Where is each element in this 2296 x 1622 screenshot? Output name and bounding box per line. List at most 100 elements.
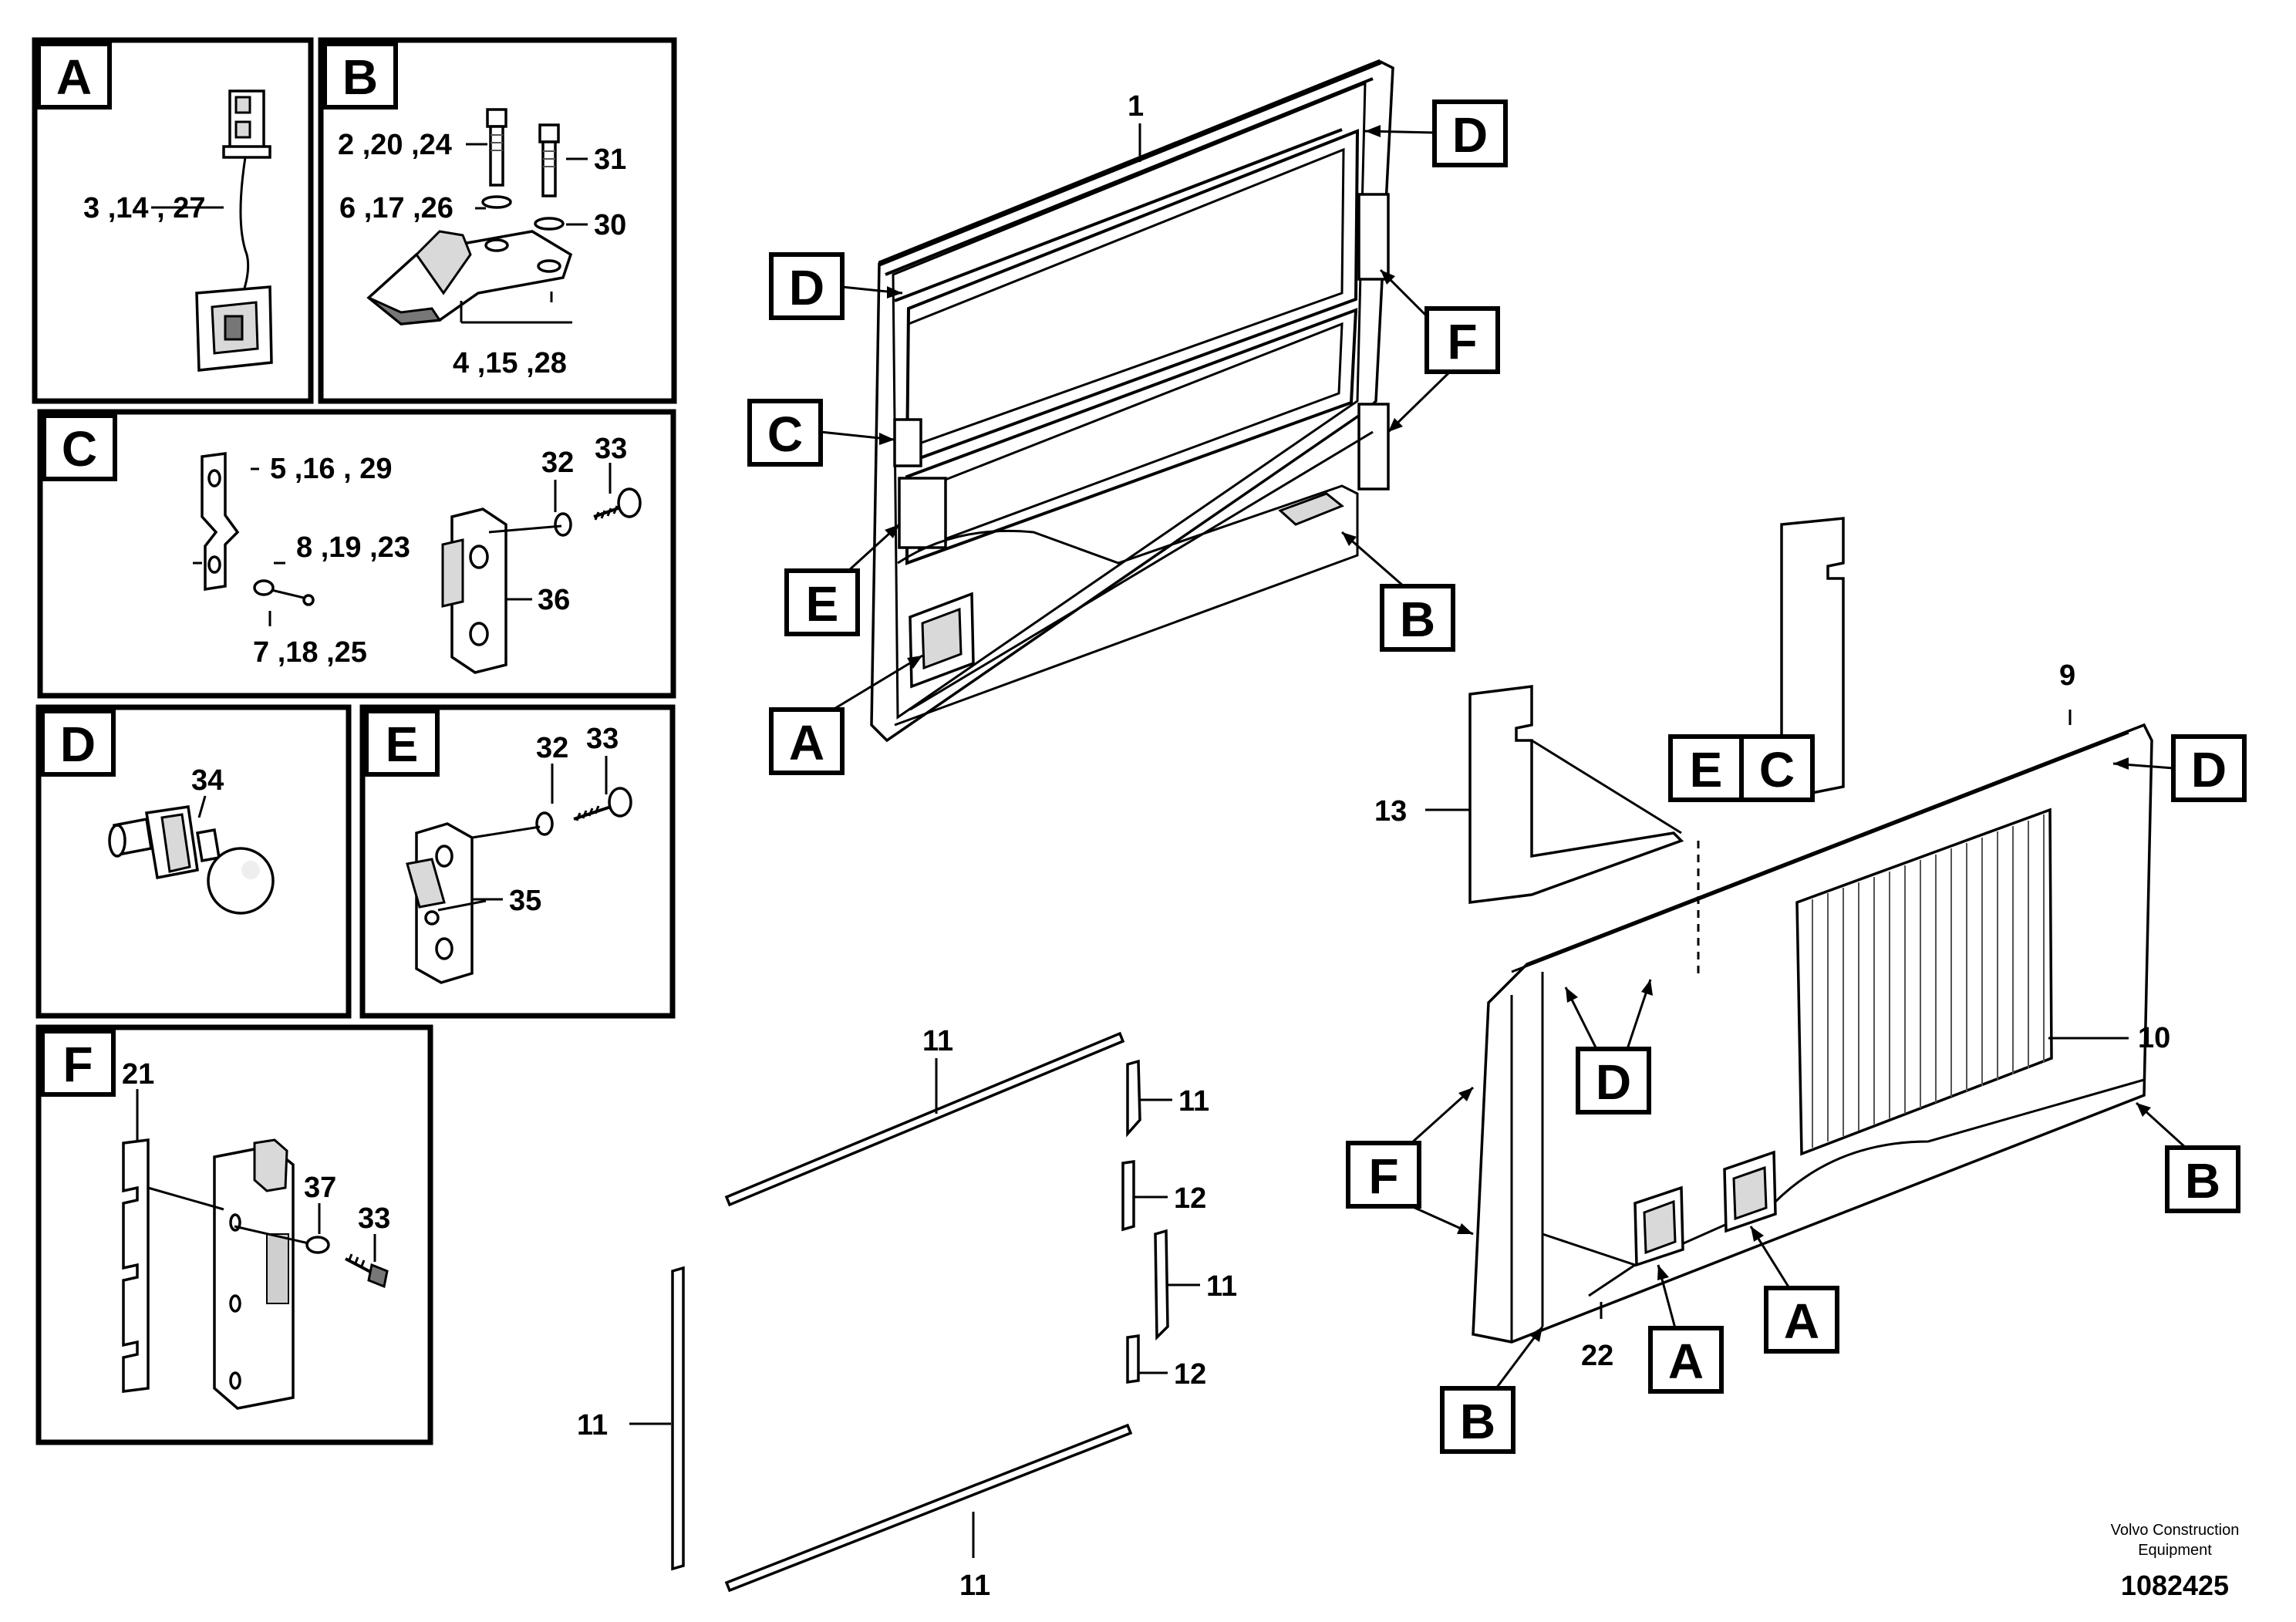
detail-panel-d: D 34	[35, 704, 352, 1019]
door-latch-b	[1278, 492, 1344, 526]
svg-text:C: C	[1759, 742, 1795, 798]
bolt-right	[538, 123, 560, 197]
door-hinge-upper	[1357, 193, 1390, 281]
callout-7-18-25: 7 ,18 ,25	[253, 636, 367, 669]
callout-34: 34	[191, 764, 224, 797]
svg-text:A: A	[1784, 1293, 1819, 1349]
svg-text:D: D	[2191, 742, 2227, 798]
callout-35: 35	[509, 885, 541, 917]
washer-right	[534, 217, 565, 231]
callout-33-e: 33	[586, 723, 619, 755]
door-latch-e	[898, 477, 947, 549]
bolt-left	[486, 108, 507, 187]
callout-3-14-27: 3 ,14 , 27	[83, 192, 205, 224]
latch-striker	[222, 89, 271, 159]
seal-short-4	[1126, 1334, 1140, 1384]
callout-11-top: 11	[922, 1025, 953, 1057]
callout-33-f: 33	[358, 1202, 390, 1235]
latch-handle	[195, 285, 273, 372]
detail-panel-b: B 2 ,20 ,24 31 6 ,17 ,26	[318, 37, 677, 404]
door-ref-d-top: D	[1364, 99, 1508, 167]
panel-e-letter: E	[386, 717, 419, 772]
callout-11-bottom: 11	[959, 1570, 990, 1602]
seal-short-2	[1121, 1159, 1135, 1232]
cover-ref-a-right: A	[1749, 1226, 1839, 1354]
callout-11-right-1: 11	[1178, 1085, 1209, 1118]
panel-b-letter: B	[342, 49, 378, 105]
svg-text:B: B	[1460, 1394, 1495, 1449]
svg-text:B: B	[1400, 592, 1435, 647]
door-assembly: 1	[870, 59, 1394, 743]
callout-33-c: 33	[595, 433, 627, 465]
callout-4-15-28: 4 ,15 ,28	[453, 347, 567, 379]
detail-panel-e: E 32 33 35	[359, 704, 676, 1019]
cover-ref-f: F	[1346, 1086, 1475, 1236]
svg-text:E: E	[806, 576, 839, 632]
svg-text:F: F	[1447, 314, 1477, 369]
svg-text:D: D	[789, 260, 824, 315]
callout-32-c: 32	[541, 447, 574, 479]
panel-c-letter: C	[62, 421, 97, 477]
screw-33-e	[573, 787, 632, 821]
callout-21: 21	[122, 1058, 154, 1091]
brand-line-1: Volvo Construction	[2111, 1522, 2240, 1539]
door-ref-e: E	[784, 523, 901, 636]
cover-ref-e: E	[1668, 734, 1744, 802]
cover-ref-a-left: A	[1648, 1264, 1724, 1394]
svg-text:D: D	[1596, 1054, 1631, 1110]
seal-top	[724, 1031, 1125, 1207]
latch-cable	[239, 157, 250, 294]
callout-37: 37	[304, 1172, 336, 1204]
callout-6-17-26: 6 ,17 ,26	[339, 192, 453, 224]
bent-bracket	[201, 452, 240, 592]
svg-text:C: C	[767, 406, 803, 462]
door-ref-c: C	[747, 399, 895, 467]
seal-short-1	[1126, 1059, 1141, 1138]
svg-text:D: D	[1452, 107, 1488, 163]
seal-strips: 11 11 12 11 12 11 11	[577, 1025, 1237, 1602]
callout-11-right-2: 11	[1206, 1270, 1237, 1303]
svg-text:A: A	[789, 715, 824, 771]
cover-ref-d-mid: D	[1564, 979, 1653, 1114]
detail-panel-a: A 3 ,14 , 27	[32, 37, 314, 404]
cover-callouts: 9 13 10 22 D E C D F	[1346, 659, 2247, 1454]
pull-handle	[366, 230, 573, 325]
seal-short-3	[1154, 1229, 1169, 1341]
grille-10	[1795, 808, 2053, 1156]
washer-left	[481, 195, 512, 209]
detail-panel-c: C 5 ,16 , 29 32 33 8 ,19 ,23	[37, 409, 676, 699]
callout-22: 22	[1581, 1340, 1613, 1372]
washer-37	[305, 1236, 330, 1254]
callout-13: 13	[1374, 795, 1407, 828]
panel-f-letter: F	[62, 1037, 93, 1092]
callout-5-16-29: 5 ,16 , 29	[270, 453, 392, 485]
door-hinge-lower	[1357, 403, 1390, 491]
door-latch-c	[893, 418, 922, 467]
door-ref-a: A	[769, 654, 923, 775]
seal-bottom	[724, 1423, 1133, 1593]
callout-31: 31	[594, 143, 626, 176]
svg-text:F: F	[1368, 1148, 1398, 1204]
washer-32	[554, 512, 572, 537]
svg-text:B: B	[2185, 1153, 2220, 1209]
footer: Volvo Construction Equipment 1082425	[2111, 1522, 2240, 1601]
door-ref-d-left: D	[769, 252, 903, 320]
callout-11-left: 11	[577, 1409, 608, 1442]
striker-plate-35	[406, 822, 474, 984]
callout-32-e: 32	[536, 732, 568, 764]
door-ref-b: B	[1341, 531, 1455, 652]
callout-12-right-1: 12	[1174, 1182, 1206, 1215]
svg-text:A: A	[1668, 1334, 1704, 1389]
cover-ref-b-right: B	[2135, 1101, 2240, 1213]
callout-10: 10	[2138, 1022, 2170, 1054]
shim-plate-21	[122, 1138, 150, 1393]
bracket-13	[1468, 685, 1684, 904]
panel-a-letter: A	[56, 49, 92, 105]
brand-line-2: Equipment	[2138, 1542, 2212, 1559]
screw-33	[593, 487, 642, 521]
door-callouts: D D F C E B A	[747, 99, 1508, 775]
callout-36: 36	[538, 584, 570, 616]
striker-plate-36	[441, 508, 507, 674]
callout-8-19-23: 8 ,19 ,23	[296, 531, 410, 564]
drawing-number: 1082425	[2121, 1570, 2229, 1601]
